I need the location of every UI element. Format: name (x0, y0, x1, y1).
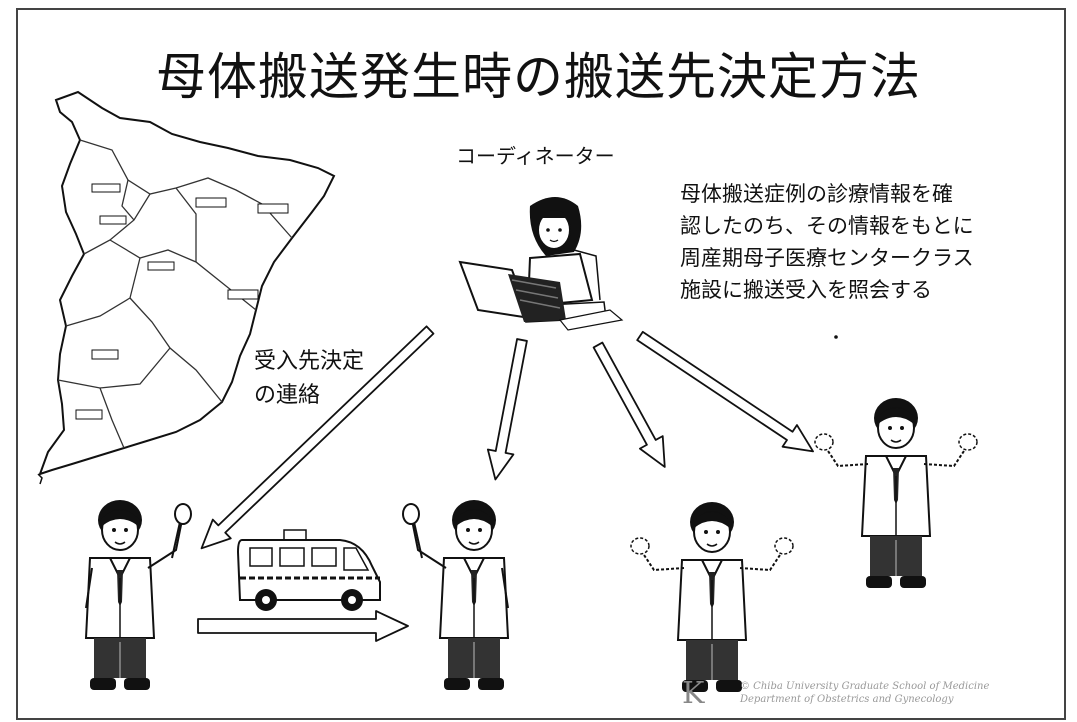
doctor-referring (85, 499, 192, 691)
doctor-declining (814, 397, 978, 589)
contact-line: の連絡 (254, 383, 321, 408)
arrow-to-hospital-3 (592, 341, 666, 468)
inquiry-arrows (197, 325, 814, 642)
description-line: 認したのち、その情報をもとに (680, 214, 974, 238)
k-logo: K (682, 676, 705, 711)
description-line: 施設に搬送受入を照会する (680, 278, 932, 302)
coordinator-label: コーディネーター (456, 144, 615, 168)
coordinator-illustration (458, 197, 624, 331)
slide-frame (16, 8, 1066, 720)
description-line: 母体搬送症例の診療情報を確 (680, 182, 953, 206)
arrow-to-receiving-hospital (200, 325, 435, 550)
prefecture-map (37, 90, 336, 485)
transfer-arrow (197, 610, 409, 642)
arrow-to-hospital-2 (486, 338, 528, 481)
doctor-receiving (402, 499, 509, 691)
copyright-text: © Chiba University Graduate School of Me… (740, 680, 1060, 706)
copyright-line: Department of Obstetrics and Gynecology (740, 694, 954, 705)
contact-note: 受入先決定 の連絡 (254, 345, 364, 413)
copyright-line: © Chiba University Graduate School of Me… (740, 681, 990, 692)
contact-line: 受入先決定 (254, 349, 365, 374)
arrow-to-hospital-4 (636, 330, 814, 453)
doctor-declining (630, 501, 794, 693)
description-line: 周産期母子医療センタークラス (680, 246, 974, 270)
ambulance-illustration (236, 529, 381, 611)
slide-title: 母体搬送発生時の搬送先決定方法 (156, 48, 921, 106)
description-text: 母体搬送症例の診療情報を確 認したのち、その情報をもとに 周産期母子医療センター… (680, 178, 1060, 306)
